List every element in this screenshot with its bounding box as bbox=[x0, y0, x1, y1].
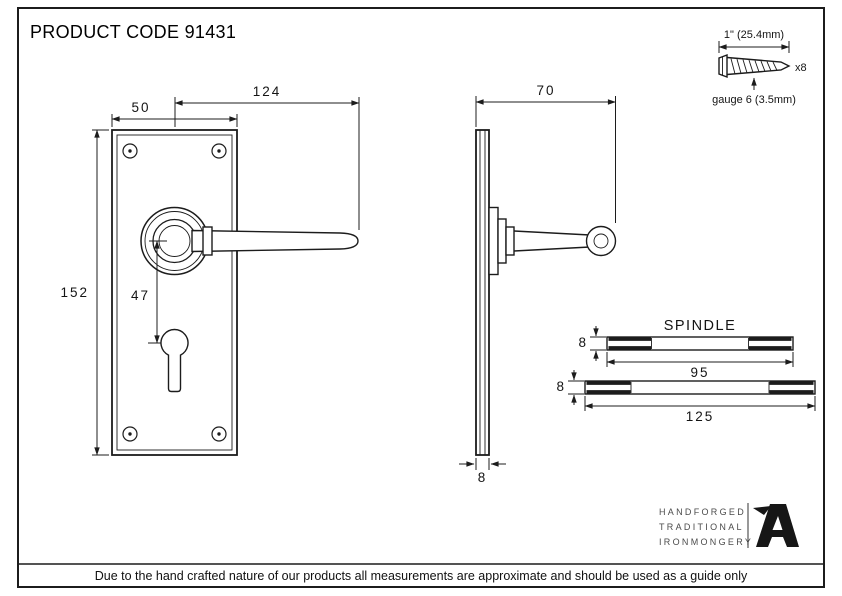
screw-hole-bottom-left bbox=[122, 426, 138, 442]
product-code-title: PRODUCT CODE 91431 bbox=[30, 22, 237, 42]
spindle-diagram: SPINDLE 8 bbox=[556, 318, 816, 424]
screw-hole-top-right bbox=[211, 143, 227, 159]
plate-thickness-value: 8 bbox=[478, 470, 488, 485]
spindle-long-length-dimension: 125 bbox=[584, 396, 816, 424]
spindle-short-length-value: 95 bbox=[690, 365, 709, 380]
lever-length-value: 124 bbox=[253, 84, 282, 99]
screw-head bbox=[718, 53, 728, 79]
screw-quantity-label: x8 bbox=[795, 62, 807, 74]
collar-step-profile bbox=[505, 226, 515, 256]
plate-width-value: 50 bbox=[131, 100, 150, 115]
side-view: 70 8 bbox=[459, 83, 617, 485]
screw-detail: 1" (25.4mm) x8 gauge 6 (3.5mm) bbox=[712, 29, 807, 106]
backplate-outline bbox=[111, 129, 238, 456]
screw-length-label: 1" (25.4mm) bbox=[724, 29, 784, 41]
screw-drawing bbox=[718, 53, 791, 79]
projection-dimension: 70 bbox=[475, 83, 616, 223]
backplate-inner-edge bbox=[116, 134, 233, 451]
screw-hole-top-left bbox=[122, 143, 138, 159]
spindle-short-thickness-dimension: 8 bbox=[578, 326, 606, 361]
spindle-short-thickness-value: 8 bbox=[578, 335, 588, 350]
screw-shank bbox=[726, 56, 791, 76]
plate-height-value: 152 bbox=[60, 285, 89, 300]
spindle-bar bbox=[606, 336, 794, 351]
sheet-border bbox=[17, 7, 825, 588]
backplate-profile bbox=[475, 129, 490, 456]
front-view: 50 124 152 47 bbox=[60, 84, 360, 456]
spindle-long-thickness-value: 8 bbox=[556, 379, 566, 394]
screw-gauge-label: gauge 6 (3.5mm) bbox=[712, 94, 796, 106]
keyhole-centres-value: 47 bbox=[131, 288, 150, 303]
rose-profile bbox=[488, 206, 499, 276]
lever-grip-end bbox=[585, 225, 617, 257]
keyhole-centres-dimension: 47 bbox=[131, 240, 167, 344]
neck-bottom-line bbox=[513, 246, 591, 252]
spindle-bar bbox=[584, 380, 816, 395]
screw-hole-bottom-right bbox=[211, 426, 227, 442]
brand-line-3: IRONMONGERY bbox=[659, 537, 753, 547]
euro-keyhole bbox=[160, 328, 189, 393]
lever-handle bbox=[191, 229, 359, 253]
brand-block: HANDFORGED TRADITIONAL IRONMONGERY bbox=[659, 503, 799, 548]
plate-height-dimension: 152 bbox=[60, 129, 109, 456]
spindle-short: 8 95 bbox=[578, 326, 794, 380]
disclaimer-text: Due to the hand crafted nature of our pr… bbox=[94, 569, 748, 583]
lever-grip-tip bbox=[593, 233, 609, 249]
neck-top-line bbox=[513, 230, 591, 236]
screw-threads bbox=[730, 58, 778, 75]
spindle-heading: SPINDLE bbox=[664, 318, 737, 334]
plate-thickness-dimension: 8 bbox=[459, 458, 506, 485]
brand-line-1: HANDFORGED bbox=[659, 507, 746, 517]
collar-profile bbox=[497, 218, 507, 264]
spindle-long: 8 125 bbox=[556, 370, 816, 424]
anvil-logo bbox=[753, 504, 799, 547]
spindle-short-length-dimension: 95 bbox=[606, 352, 794, 380]
lever-length-dimension: 124 bbox=[174, 84, 360, 230]
brand-line-2: TRADITIONAL bbox=[659, 522, 744, 532]
lever-collar-step bbox=[202, 226, 213, 256]
spindle-long-thickness-dimension: 8 bbox=[556, 370, 584, 405]
spindle-long-length-value: 125 bbox=[686, 409, 715, 424]
projection-value: 70 bbox=[536, 83, 555, 98]
